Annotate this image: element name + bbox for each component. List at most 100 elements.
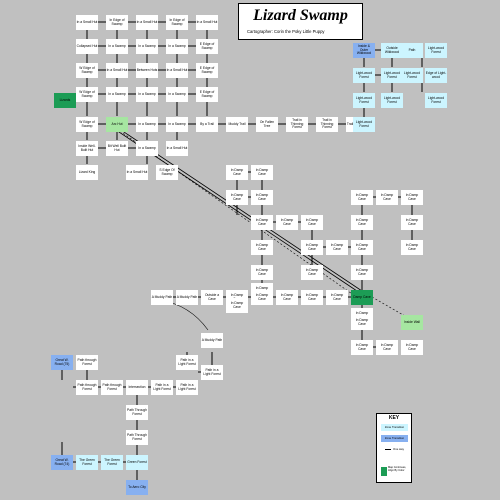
room-r25: In a Swamp bbox=[166, 117, 188, 132]
room-r104: To Aero City bbox=[126, 480, 148, 495]
room-r19: In a Swamp bbox=[166, 87, 188, 102]
cartographer-credit: Cartographer: Corin the Poky Little Pupp… bbox=[247, 29, 325, 34]
map-title: Lizard Swamp bbox=[253, 7, 348, 24]
room-r46: Light-wood Forest bbox=[401, 68, 423, 83]
room-r36: In a Small Hut bbox=[166, 141, 188, 156]
room-r44: Light-wood Forest bbox=[353, 68, 375, 83]
room-r27: Muddy Trail bbox=[226, 117, 248, 132]
room-r91: Path in a Light Forest bbox=[176, 380, 198, 395]
key-one-way-label: One way bbox=[392, 447, 405, 451]
room-r93: Path through Forest bbox=[76, 355, 98, 370]
room-r70: In Damp Cave bbox=[351, 265, 373, 280]
room-r52: In Damp Cave bbox=[251, 165, 273, 180]
room-r45: Light-wood Forest bbox=[381, 68, 403, 83]
room-r9: In a Swamp bbox=[166, 39, 188, 54]
room-r39: S Edge Of Swamp bbox=[156, 165, 178, 180]
room-r87: In Damp Cave bbox=[226, 298, 248, 313]
map-key: KEY Zone Transition Zone Transition One … bbox=[376, 413, 412, 483]
room-r6: Collapsed Hut bbox=[76, 39, 98, 54]
room-r92: Great W. Road (75) bbox=[51, 355, 73, 370]
room-r18: In a Swamp bbox=[136, 87, 158, 102]
room-r10: E Edge of Swamp bbox=[196, 39, 218, 54]
key-one-way: One way bbox=[381, 446, 408, 453]
room-r86: Outside a Cave bbox=[201, 290, 223, 305]
room-r14: In a Small Hut bbox=[166, 63, 188, 78]
key-zone-transition: Zone Transition bbox=[381, 424, 408, 431]
room-r59: In Damp Cave bbox=[251, 265, 273, 280]
room-r12: In a Small Hut bbox=[106, 63, 128, 78]
room-r88: A Muddy Path bbox=[201, 333, 223, 348]
room-r53: In Damp Cave bbox=[226, 190, 248, 205]
room-r71: In Damp Cave bbox=[301, 265, 323, 280]
room-r84: A Muddy Path bbox=[151, 290, 173, 305]
room-r54: In Damp Cave bbox=[251, 190, 273, 205]
room-r50: Light-wood Forest bbox=[425, 93, 447, 108]
room-r64: In Damp Cave bbox=[351, 215, 373, 230]
room-r29: Trail in Thinning Forest bbox=[286, 117, 308, 132]
key-continues-swatch bbox=[381, 467, 387, 476]
room-r81: In Damp Cave bbox=[351, 340, 373, 355]
room-r101: The Green Forest bbox=[76, 455, 98, 470]
room-r2: In Edge of Swamp bbox=[106, 15, 128, 30]
room-r20: E Edge of Swamp bbox=[196, 87, 218, 102]
room-r73: In Damp Cave bbox=[301, 290, 323, 305]
room-r66: In Damp Cave bbox=[351, 240, 373, 255]
room-r26: By a Trail bbox=[196, 117, 218, 132]
room-r15: E Edge of Swamp bbox=[196, 63, 218, 78]
room-r68: In Damp Cave bbox=[301, 240, 323, 255]
room-r65: In Damp Cave bbox=[401, 215, 423, 230]
room-r56: In Damp Cave bbox=[276, 215, 298, 230]
room-r33: Inside Well-Built Hut bbox=[76, 141, 98, 156]
room-r32: Light-wood Forest bbox=[353, 117, 375, 132]
room-r48: Light-wood Forest bbox=[353, 93, 375, 108]
title-box: Lizard Swamp Cartographer: Corin the Pok… bbox=[238, 3, 363, 40]
room-r42: Path bbox=[401, 43, 423, 58]
room-r67: In Damp Cave bbox=[401, 240, 423, 255]
room-r17: In a Swamp bbox=[106, 87, 128, 102]
room-r24: In a Swamp bbox=[136, 117, 158, 132]
room-r85: A Muddy Path bbox=[176, 290, 198, 305]
key-title: KEY bbox=[388, 415, 400, 421]
room-r49: Light-wood Forest bbox=[381, 93, 403, 108]
room-r72: In Damp Cave bbox=[276, 290, 298, 305]
room-r102: The Green Forest bbox=[101, 455, 123, 470]
room-r80: In Damp Cave bbox=[351, 315, 373, 330]
room-r82: In Damp Cave bbox=[376, 340, 398, 355]
room-r13: Between Huts bbox=[136, 63, 158, 78]
room-r103: Green Forest bbox=[126, 455, 148, 470]
room-r99: Path Through Forest bbox=[126, 430, 148, 445]
room-r43: Light-wood Forest bbox=[425, 43, 447, 58]
room-r94: Path through Forest bbox=[76, 380, 98, 395]
room-r4: In Edge of Swamp bbox=[166, 15, 188, 30]
room-r96: Intersection bbox=[126, 380, 148, 395]
room-r62: In Damp Cave bbox=[376, 190, 398, 205]
room-r57: In Damp Cave bbox=[301, 215, 323, 230]
room-r21: Lizards bbox=[54, 93, 76, 108]
room-r98: Path Through Forest bbox=[126, 405, 148, 420]
room-r89: Path in a Light Forest bbox=[176, 355, 198, 370]
room-r16: W Edge of Swamp bbox=[76, 87, 98, 102]
room-r47: Edge of Light-wood bbox=[425, 68, 447, 83]
room-r7: In a Swamp bbox=[106, 39, 128, 54]
room-r28: On Fallen Tree bbox=[256, 117, 278, 132]
room-r51: In Damp Cave bbox=[226, 165, 248, 180]
room-r38: In a Small Hut bbox=[126, 165, 148, 180]
room-r55: In Damp Cave bbox=[251, 215, 273, 230]
room-r8: In a Swamp bbox=[136, 39, 158, 54]
room-r1: In a Small Hut bbox=[76, 15, 98, 30]
room-r78: Damp Cave bbox=[351, 290, 373, 305]
room-r5: In a Small Hut bbox=[196, 15, 218, 30]
room-r22: W Edge of Swamp bbox=[76, 117, 98, 132]
room-r97: Path in a Light Forest bbox=[151, 380, 173, 395]
room-r90: Path in a Light Forest bbox=[201, 365, 223, 380]
room-r76: In Damp Cave bbox=[251, 290, 273, 305]
key-map-continues: Map Continues, Align By Color bbox=[388, 466, 407, 473]
room-r100: Great W. Road (74) bbox=[51, 455, 73, 470]
room-r69: In Damp Cave bbox=[326, 240, 348, 255]
room-r11: W Edge of Swamp bbox=[76, 63, 98, 78]
room-r37: Lizard King bbox=[76, 165, 98, 180]
room-r3: In a Small Hut bbox=[136, 15, 158, 30]
room-r95: Path through Forest bbox=[101, 380, 123, 395]
room-r79: Inside Wall bbox=[401, 315, 423, 330]
